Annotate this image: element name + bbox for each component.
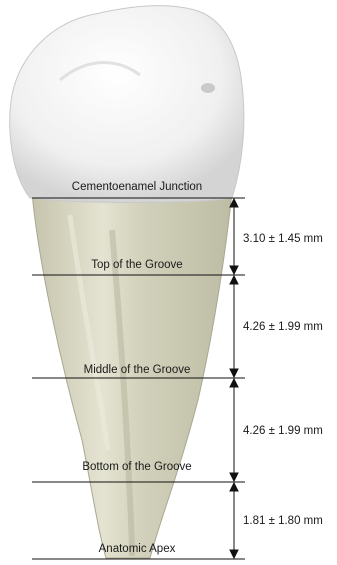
dimension-arrow-4 <box>230 483 238 558</box>
level-label-top: Top of the Groove <box>91 259 182 272</box>
dimension-arrow-1 <box>230 199 238 274</box>
measurement-label-3: 4.26 ± 1.99 mm <box>243 425 323 438</box>
measurement-label-1: 3.10 ± 1.45 mm <box>243 233 323 246</box>
level-label-apex: Anatomic Apex <box>99 543 176 556</box>
level-label-cej: Cementoenamel Junction <box>72 181 202 194</box>
crown-pit <box>201 83 215 93</box>
measurement-label-4: 1.81 ± 1.80 mm <box>243 515 323 528</box>
level-label-middle: Middle of the Groove <box>84 364 191 377</box>
tooth-crown <box>10 6 244 203</box>
dimension-arrow-3 <box>230 379 238 481</box>
level-label-bottom: Bottom of the Groove <box>82 461 191 474</box>
measurement-label-2: 4.26 ± 1.99 mm <box>243 321 323 334</box>
dimension-arrow-2 <box>230 276 238 377</box>
